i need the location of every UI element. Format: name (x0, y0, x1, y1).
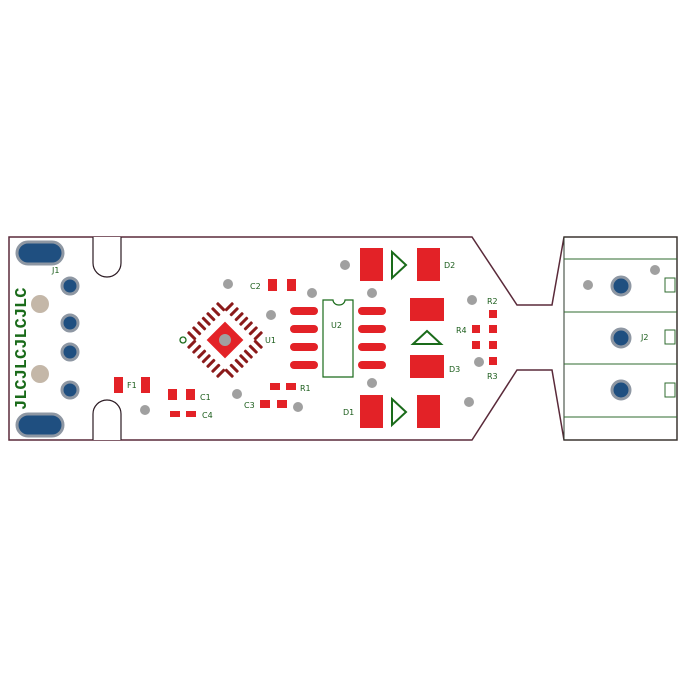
diode-d2: D2 (360, 248, 455, 281)
silkscreen-text: JLCJLCJLCJLC (13, 288, 32, 410)
plated-hole (60, 342, 80, 362)
connector-j1: J1 (15, 240, 80, 438)
fuse-f1: F1 (114, 377, 150, 393)
label-j2: J2 (640, 333, 648, 342)
label-r4: R4 (456, 326, 467, 335)
resistor-r1: R1 (270, 383, 311, 393)
label-j1: J1 (51, 266, 59, 275)
label-c4: C4 (202, 411, 213, 420)
label-r1: R1 (300, 384, 311, 393)
ic-u1 (187, 302, 263, 378)
plated-hole (60, 313, 80, 333)
label-r2: R2 (487, 297, 498, 306)
label-f1: F1 (127, 381, 137, 390)
plated-hole (610, 379, 632, 401)
connector-j2-outline (563, 236, 678, 441)
label-d3: D3 (449, 365, 460, 374)
capacitor-c1: C1 (168, 389, 211, 402)
plated-hole (610, 275, 632, 297)
label-c3: C3 (244, 401, 255, 410)
ic-u2: U2 (290, 299, 386, 378)
label-u2: U2 (331, 321, 342, 330)
plated-hole (60, 276, 80, 296)
label-u1: U1 (265, 336, 276, 345)
mount-hole (31, 365, 49, 383)
mount-hole (31, 295, 49, 313)
label-d1: D1 (343, 408, 354, 417)
capacitor-c4: C4 (170, 411, 213, 420)
plated-hole (610, 327, 632, 349)
diode-d1: D1 (343, 395, 440, 428)
label-c2: C2 (250, 282, 261, 291)
label-r3: R3 (487, 372, 498, 381)
vias (140, 260, 660, 415)
resistors-r2-r3-r4: R2 R3 R4 (456, 297, 498, 381)
plated-hole (60, 380, 80, 400)
pin1-marker (179, 336, 187, 344)
capacitor-c2: C2 (250, 279, 296, 291)
diode-d3: D3 (410, 298, 460, 378)
label-c1: C1 (200, 393, 211, 402)
connector-j2: J2 (610, 275, 648, 401)
label-d2: D2 (444, 261, 455, 270)
capacitor-c3: C3 (244, 400, 287, 410)
